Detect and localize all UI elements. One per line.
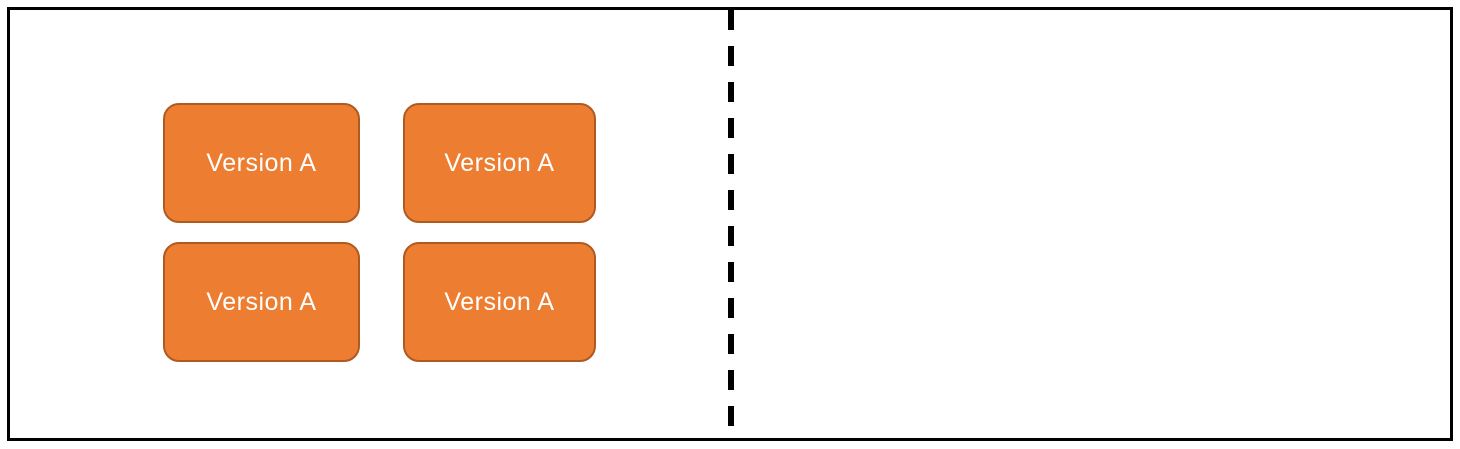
version-a-shape-4-label: Version A	[444, 287, 555, 316]
version-a-shape-3: Version A	[163, 242, 360, 362]
version-a-shape-2: Version A	[403, 103, 596, 223]
outer-border-frame: Version A Version A Version A Version A	[7, 7, 1453, 441]
version-a-shape-4: Version A	[403, 242, 596, 362]
version-a-shape-1-label: Version A	[206, 148, 317, 177]
vertical-dashed-divider	[728, 10, 734, 438]
version-a-shape-1: Version A	[163, 103, 360, 223]
version-a-shape-2-label: Version A	[444, 148, 555, 177]
version-a-shape-3-label: Version A	[206, 287, 317, 316]
